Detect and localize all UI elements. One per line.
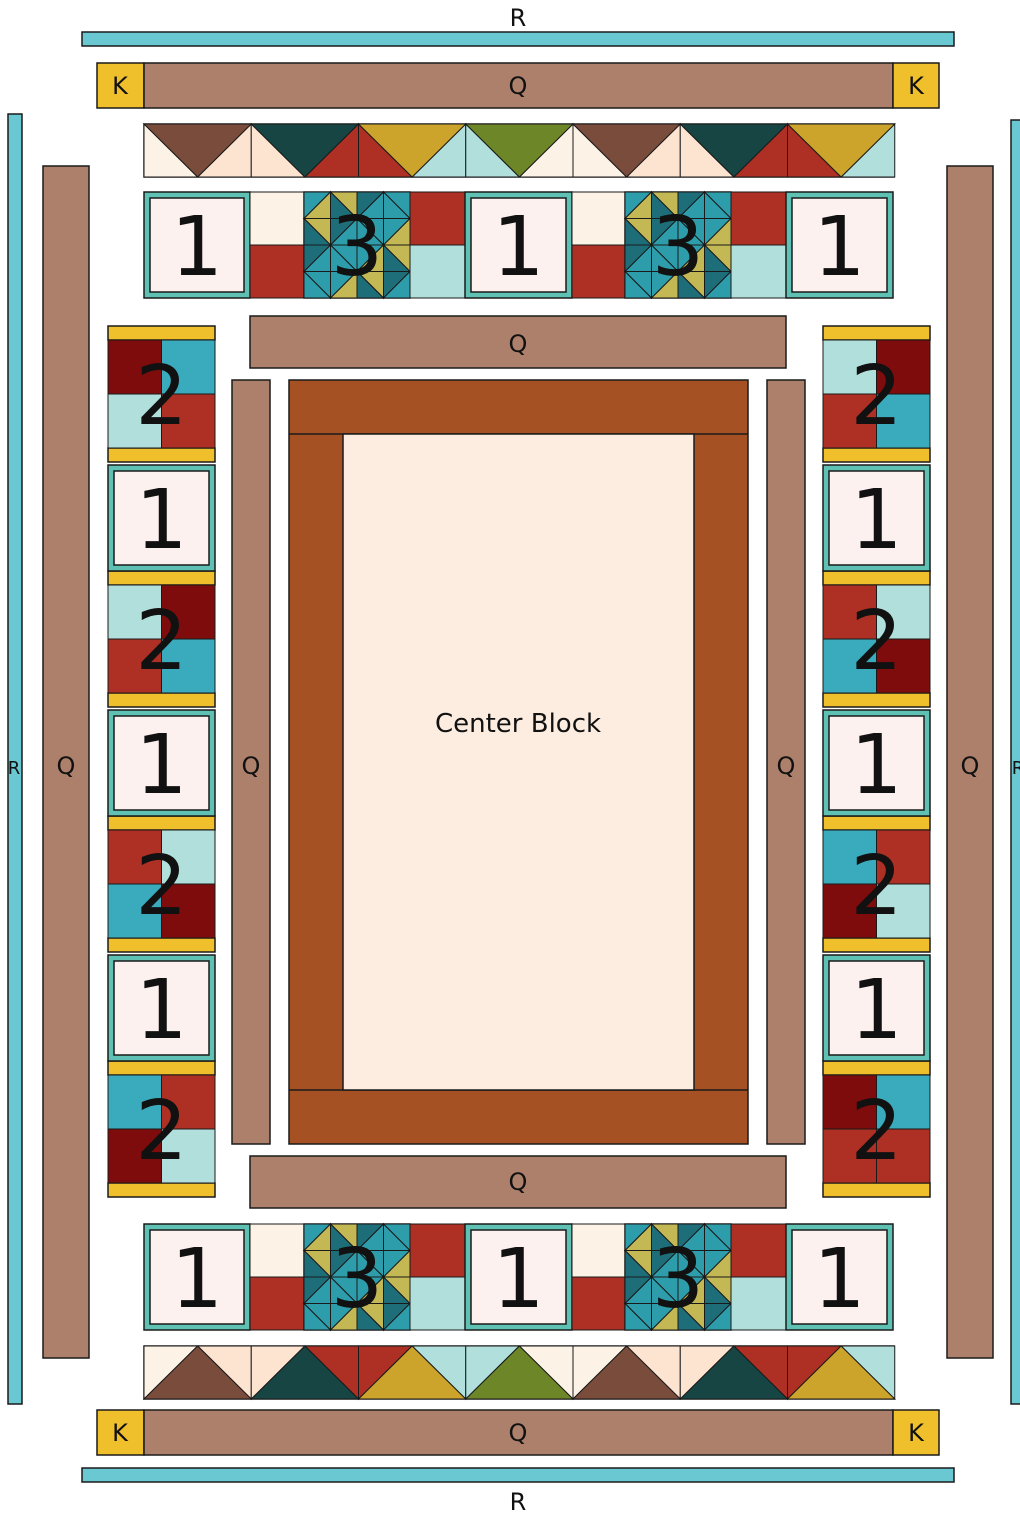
block-3-label: 3 [652, 1232, 704, 1327]
block-2-band-top [108, 1061, 215, 1075]
block-2-band-bottom [108, 938, 215, 952]
corner-k-label: K [908, 72, 925, 100]
block-2-band-top [108, 571, 215, 585]
block-2-label: 2 [135, 1084, 187, 1179]
patch-square [410, 1277, 465, 1330]
patch-square [572, 1224, 625, 1277]
block-1-label: 1 [492, 1232, 544, 1327]
block-2-label: 2 [135, 839, 187, 934]
center-block-label: Center Block [435, 709, 601, 739]
block-2-label: 2 [850, 349, 902, 444]
corner-k-label: K [112, 1419, 129, 1447]
border-q-label: Q [242, 752, 261, 780]
border-q-label: Q [509, 72, 528, 100]
block-1-label: 1 [813, 200, 865, 295]
center-block [343, 434, 694, 1090]
block-2-band-top [823, 326, 930, 340]
block-2-label: 2 [135, 349, 187, 444]
block-2-band-bottom [108, 448, 215, 462]
patch-square [572, 245, 625, 298]
border-q-label: Q [509, 1168, 528, 1196]
patch-square [410, 192, 465, 245]
patch-square [250, 1224, 304, 1277]
block-1-label: 1 [135, 473, 187, 568]
block-2-band-top [823, 816, 930, 830]
block-2-label: 2 [135, 594, 187, 689]
block-2-band-bottom [108, 1183, 215, 1197]
patch-square [410, 245, 465, 298]
patch-square [572, 1277, 625, 1330]
patch-square [250, 192, 304, 245]
block-2-label: 2 [850, 1084, 902, 1179]
border-q-label: Q [57, 752, 76, 780]
block-3-label: 3 [652, 200, 704, 295]
border-q-label: Q [509, 1419, 528, 1447]
block-3-label: 3 [331, 1232, 383, 1327]
border-q-label: Q [777, 752, 796, 780]
patch-square [731, 245, 786, 298]
border-r-left-label: R [8, 758, 21, 779]
block-2-band-top [823, 1061, 930, 1075]
block-2-band-bottom [823, 693, 930, 707]
patch-square [731, 1224, 786, 1277]
block-2-label: 2 [850, 594, 902, 689]
block-2-label: 2 [850, 839, 902, 934]
block-2-band-top [823, 571, 930, 585]
border-r-top [82, 32, 954, 46]
block-2-band-bottom [823, 448, 930, 462]
patch-square [572, 192, 625, 245]
block-2-band-top [108, 816, 215, 830]
block-1-label: 1 [171, 1232, 223, 1327]
block-1-label: 1 [813, 1232, 865, 1327]
border-q-label: Q [509, 330, 528, 358]
patch-square [731, 1277, 786, 1330]
block-1-label: 1 [135, 718, 187, 813]
block-1-label: 1 [492, 200, 544, 295]
corner-k-label: K [908, 1419, 925, 1447]
block-3-label: 3 [331, 200, 383, 295]
block-2-band-top [108, 326, 215, 340]
block-1-label: 1 [135, 963, 187, 1058]
block-1-label: 1 [850, 718, 902, 813]
border-r-bottom [82, 1468, 954, 1482]
patch-square [731, 192, 786, 245]
corner-k-label: K [112, 72, 129, 100]
border-r-right-label: R [1012, 758, 1020, 779]
border-q-label: Q [961, 752, 980, 780]
block-1-label: 1 [850, 473, 902, 568]
block-1-label: 1 [171, 200, 223, 295]
block-2-band-bottom [823, 938, 930, 952]
block-1-label: 1 [850, 963, 902, 1058]
border-r-bottom-label: R [510, 1488, 527, 1516]
block-2-band-bottom [823, 1183, 930, 1197]
patch-square [250, 245, 304, 298]
patch-square [410, 1224, 465, 1277]
border-r-top-label: R [510, 4, 527, 32]
block-2-band-bottom [108, 693, 215, 707]
patch-square [250, 1277, 304, 1330]
